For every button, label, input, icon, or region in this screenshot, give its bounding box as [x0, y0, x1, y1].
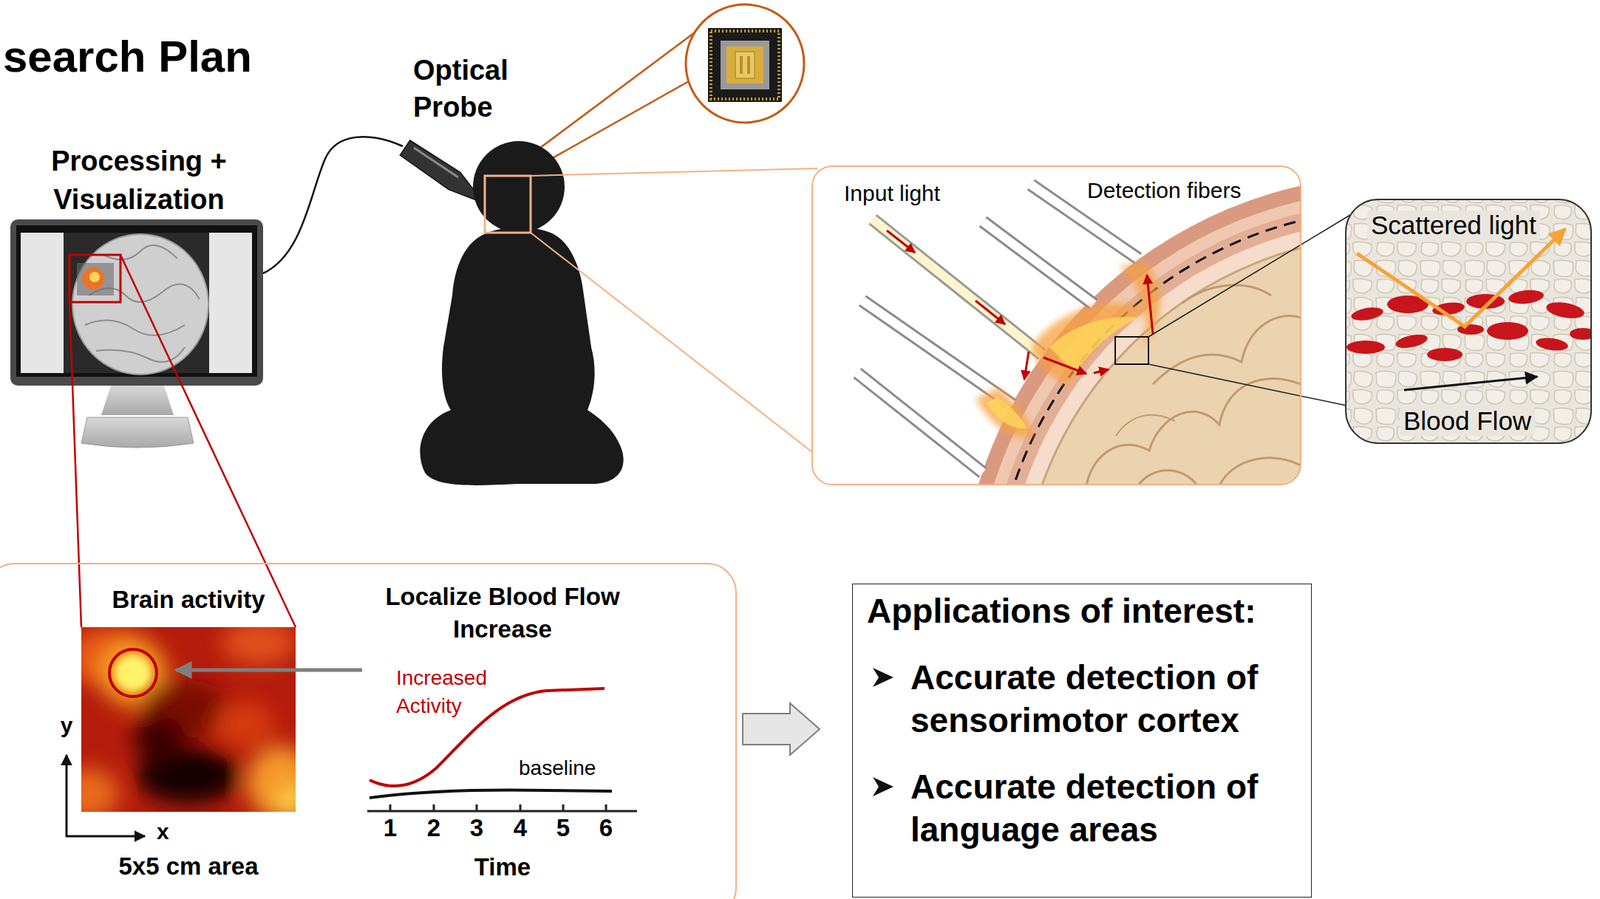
tissue-illustration	[812, 166, 1301, 485]
pointer-arrow	[175, 668, 363, 673]
monitor-node: Processing + Visualization	[5, 138, 273, 454]
tick-label: 6	[599, 814, 613, 843]
bullet-item: Accurate detection of language areas	[910, 765, 1303, 852]
tick-label: 3	[470, 814, 484, 843]
applications-box: Applications of interest: Accurate detect…	[852, 583, 1312, 898]
bullet-arrow-shape	[872, 777, 894, 797]
block-arrow	[742, 703, 820, 756]
activity-marker	[109, 649, 157, 697]
blood-flow-illustration	[1345, 199, 1592, 444]
bullet-text: Accurate detection of language areas	[910, 765, 1303, 852]
tick-label: 2	[427, 814, 441, 843]
tick-label: 4	[513, 814, 527, 843]
probe-site	[484, 175, 531, 233]
bullet-arrow-shape	[872, 668, 894, 688]
curve-label: baseline	[518, 756, 596, 782]
zoom-line	[1148, 215, 1351, 406]
panel-heading: Processing + Visualization	[9, 141, 269, 219]
chart-title: Localize Blood Flow Increase	[380, 580, 625, 646]
illustration-label: Input light	[843, 180, 941, 207]
probe-highlight	[413, 147, 459, 178]
heatmap-node: Brain activity 5x5 cm area	[73, 583, 304, 887]
heatmap-title: Brain activity	[77, 585, 300, 615]
tick-label: 5	[556, 814, 570, 843]
axis-label: y	[60, 712, 74, 740]
tick-label: 1	[383, 814, 397, 843]
curve-label: Increased Activity	[396, 664, 519, 721]
heatmap-caption: 5x5 cm area	[77, 852, 300, 882]
monitor	[10, 219, 264, 448]
axis-label: x	[156, 818, 170, 846]
illustration-label: Blood Flow	[1399, 406, 1535, 437]
inset-panel: Input light Detection fibers	[811, 165, 1302, 486]
sensor-chip	[685, 4, 805, 123]
zoom-line	[530, 232, 813, 453]
probe-cable	[263, 136, 403, 274]
axis-arrow	[65, 835, 145, 839]
illustration-label: Scattered light	[1367, 210, 1541, 241]
zoom-line	[530, 168, 818, 176]
heatmap-image	[81, 627, 296, 813]
illustration-label: Detection fibers	[1087, 177, 1241, 204]
optical-probe	[399, 140, 485, 204]
box-heading: Applications of interest:	[866, 589, 1303, 633]
bullet-text: Accurate detection of sensorimotor corte…	[910, 656, 1303, 742]
results-panel: Localize Blood Flow Increase Brain activi…	[0, 563, 737, 899]
bullet-arrow	[872, 775, 895, 799]
axis-title: Time	[474, 853, 531, 882]
zoom-panel: Scattered lightBlood Flow	[1345, 198, 1592, 445]
device-label: Optical Probe	[413, 51, 547, 126]
bullet-item: Accurate detection of sensorimotor corte…	[910, 656, 1303, 742]
slide-title: search Plan	[2, 32, 253, 82]
zoom-line	[69, 254, 296, 628]
child-silhouette	[419, 141, 624, 486]
axis-arrow	[65, 755, 68, 838]
bullet-arrow	[872, 666, 895, 689]
